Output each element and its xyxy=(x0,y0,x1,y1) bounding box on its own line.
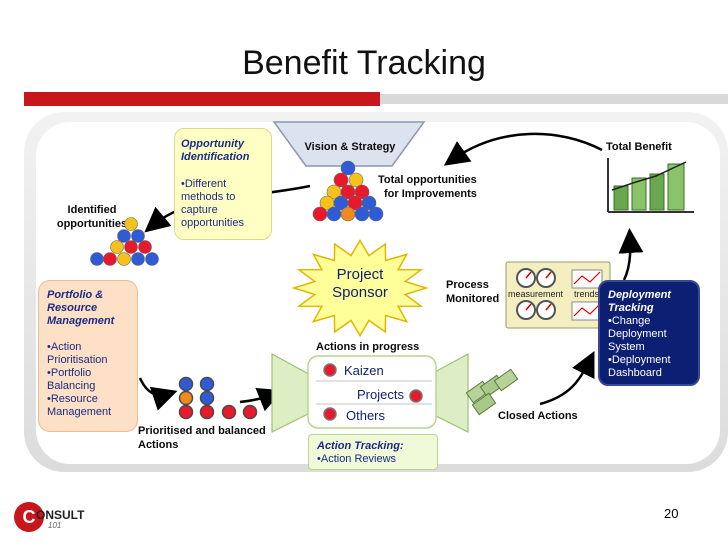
identified-opportunities-label: Identified opportunities xyxy=(56,204,128,230)
funnel-item-kaizen: Kaizen xyxy=(344,363,384,378)
arrow-closed-to-deployment xyxy=(539,351,595,406)
process-monitored-label: Process Monitored xyxy=(446,279,500,305)
deployment-tracking-box: Deployment Tracking •Change Deployment S… xyxy=(598,280,700,386)
total-opportunities-label: Total opportunities for Improvements xyxy=(378,174,477,200)
vision-strategy-label: Vision & Strategy xyxy=(304,141,396,153)
prioritised-actions-label: Prioritised and balanced Actions xyxy=(138,425,266,451)
funnel-item-projects: Projects xyxy=(357,387,404,402)
total-benefit-label: Total Benefit xyxy=(606,141,672,153)
gauge-label-measurement: measurement xyxy=(508,289,564,299)
title-underline-grey xyxy=(380,94,728,104)
gauge-label-trends: trends xyxy=(574,289,600,299)
actions-in-progress-label: Actions in progress xyxy=(316,341,420,353)
title-underline-red xyxy=(24,92,380,106)
funnel-item-others: Others xyxy=(346,408,386,423)
logo-c-mark: C xyxy=(14,502,44,532)
slide-title: Benefit Tracking xyxy=(242,44,486,82)
page-number: 20 xyxy=(664,506,679,521)
arrow-portfolio-to-prioritised xyxy=(138,377,178,411)
opportunity-identification-box: Opportunity Identification •Different me… xyxy=(174,128,272,240)
logo-text: ONSULT xyxy=(36,508,85,522)
portfolio-resource-box: Portfolio & Resource Management •Action … xyxy=(38,280,138,432)
logo-subtext: 101 xyxy=(48,521,62,530)
arrow-benefit-to-vision xyxy=(443,132,603,166)
arrow-deployment-to-benefit xyxy=(618,228,644,281)
project-sponsor-label: Project Sponsor xyxy=(332,266,388,301)
closed-actions-label: Closed Actions xyxy=(498,410,578,422)
action-tracking-box: Action Tracking: •Action Reviews xyxy=(308,434,438,470)
